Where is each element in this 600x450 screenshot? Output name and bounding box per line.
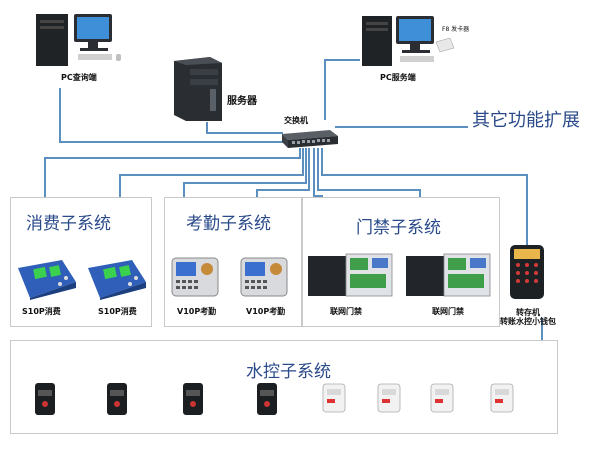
access-device-label-1: 联网门禁 — [330, 307, 362, 316]
water-controller-light-1 — [322, 383, 346, 413]
consumption-title: 消费子系统 — [26, 214, 111, 234]
link-server — [206, 122, 283, 134]
water-subsystem-box — [10, 340, 558, 434]
water-controller-dark-1 — [35, 383, 55, 415]
attendance-device-label-2: V10P考勤 — [246, 307, 286, 316]
server-tower — [174, 57, 222, 121]
water-controller-dark-3 — [183, 383, 203, 415]
water-controller-light-4 — [490, 383, 514, 413]
consumption-device-label-1: S10P消费 — [22, 307, 61, 316]
access-title: 门禁子系统 — [356, 218, 441, 238]
access-controller-1 — [308, 253, 393, 297]
s10p-terminal-1 — [18, 260, 76, 300]
attendance-device-label-1: V10P考勤 — [177, 307, 217, 316]
server-label: 服务器 — [227, 96, 257, 107]
pc-query-label: PC查询端 — [61, 73, 97, 82]
v10p-terminal-2 — [240, 257, 288, 297]
water-controller-light-3 — [430, 383, 454, 413]
water-controller-dark-2 — [107, 383, 127, 415]
transfer-label-2: 转账水控小钱包 — [500, 317, 556, 326]
other-functions-label: 其它功能扩展 — [472, 110, 580, 131]
pc-service-label: PC服务端 — [380, 73, 416, 82]
switch-label: 交换机 — [284, 116, 308, 125]
pc-service-computer — [362, 16, 455, 66]
network-switch — [282, 130, 338, 148]
transfer-machine — [510, 245, 544, 299]
water-controller-dark-4 — [257, 383, 277, 415]
water-controller-light-2 — [377, 383, 401, 413]
link-pc-query — [59, 88, 283, 143]
link-drop-7 — [321, 148, 528, 245]
access-device-label-2: 联网门禁 — [432, 307, 464, 316]
s10p-terminal-2 — [88, 260, 146, 300]
consumption-device-label-2: S10P消费 — [98, 307, 137, 316]
link-pc-service — [324, 59, 360, 120]
card-issuer-label: F8 发卡器 — [442, 26, 470, 33]
water-title: 水控子系统 — [246, 362, 331, 382]
attendance-title: 考勤子系统 — [186, 214, 271, 234]
v10p-terminal-1 — [171, 257, 219, 297]
access-controller-2 — [406, 253, 491, 297]
transfer-label-1: 转存机 — [516, 308, 540, 317]
pc-query-computer — [36, 14, 121, 66]
